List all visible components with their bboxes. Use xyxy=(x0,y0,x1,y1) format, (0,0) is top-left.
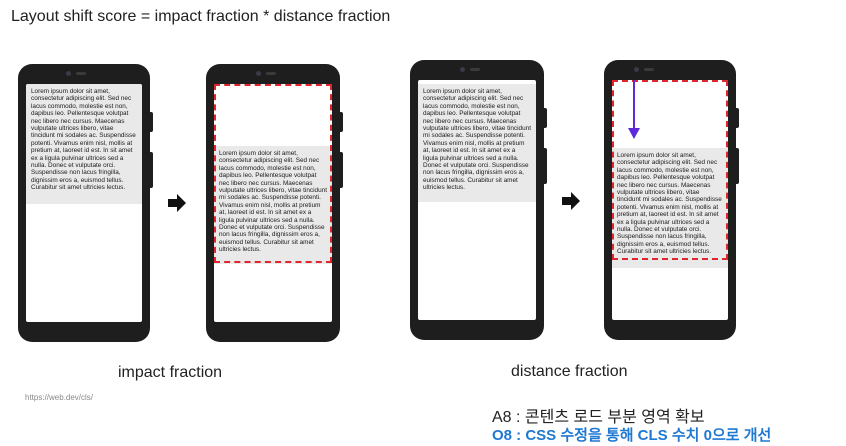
content-block: Lorem ipsum dolor sit amet, consectetur … xyxy=(26,84,142,204)
phone-distance-before: Lorem ipsum dolor sit amet, consectetur … xyxy=(410,60,547,340)
camera-icon xyxy=(460,67,465,72)
phone-impact-after: Lorem ipsum dolor sit amet, consectetur … xyxy=(206,64,343,342)
content-block: Lorem ipsum dolor sit amet, consectetur … xyxy=(418,84,536,202)
impact-region-box xyxy=(214,84,332,263)
camera-icon xyxy=(256,71,261,76)
caption-distance-fraction: distance fraction xyxy=(511,363,628,380)
diagram-heading: Layout shift score = impact fraction * d… xyxy=(11,8,391,25)
caption-impact-fraction: impact fraction xyxy=(118,364,223,381)
camera-icon xyxy=(634,67,639,72)
phone-impact-before: Lorem ipsum dolor sit amet, consectetur … xyxy=(18,64,153,342)
phone-distance-after: Lorem ipsum dolor sit amet, consectetur … xyxy=(604,60,739,340)
right-arrow-icon xyxy=(562,192,580,210)
content-block: Lorem ipsum dolor sit amet, consectetur … xyxy=(612,148,728,268)
note-o8: O8 : CSS 수정을 통해 CLS 수치 0으로 개선 xyxy=(492,427,772,444)
down-arrow-icon xyxy=(628,80,640,139)
source-url: https://web.dev/cls/ xyxy=(25,393,94,402)
content-block: Lorem ipsum dolor sit amet, consectetur … xyxy=(214,146,332,264)
note-a8: A8 : 콘텐츠 로드 부분 영역 확보 xyxy=(492,409,705,426)
camera-icon xyxy=(66,71,71,76)
distance-region-box xyxy=(612,80,728,260)
right-arrow-icon xyxy=(168,194,186,212)
